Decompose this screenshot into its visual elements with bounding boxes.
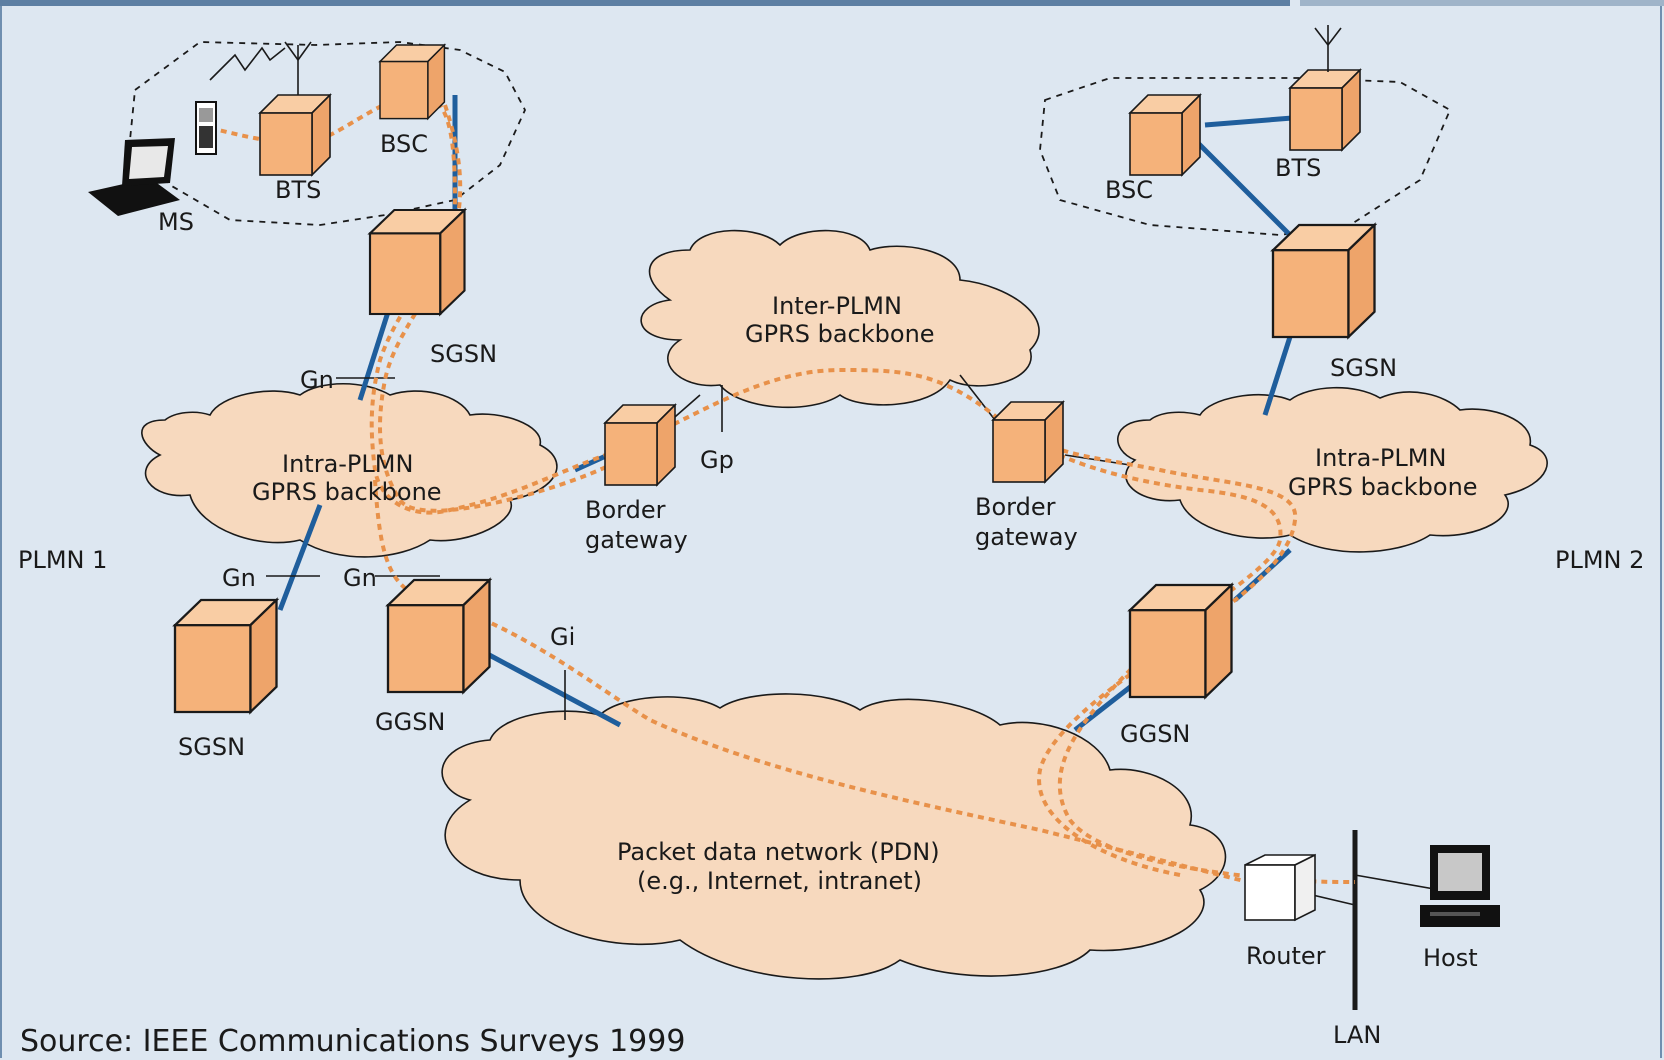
bts-left-node xyxy=(259,94,331,176)
label-lan: LAN xyxy=(1333,1021,1381,1049)
antenna-left-icon xyxy=(209,41,312,95)
label-gn-2: Gn xyxy=(222,564,256,592)
window-top-bar xyxy=(0,0,1290,6)
label-bts-right: BTS xyxy=(1275,154,1321,182)
label-plmn1: PLMN 1 xyxy=(18,546,107,574)
label-inter-1: Inter-PLMN xyxy=(772,292,902,320)
source-caption: Source: IEEE Communications Surveys 1999 xyxy=(20,1024,686,1059)
label-gp: Gp xyxy=(700,446,734,474)
label-intra-right-1: Intra-PLMN xyxy=(1315,444,1446,472)
right-radio-area xyxy=(1039,77,1452,236)
label-bts-left: BTS xyxy=(275,176,321,204)
label-ggsn-left: GGSN xyxy=(375,708,445,736)
label-bg-left-2: gateway xyxy=(585,526,688,554)
sgsn-bottom-left-node xyxy=(173,598,278,714)
label-sgsn-top-left: SGSN xyxy=(430,340,497,368)
label-bg-right-2: gateway xyxy=(975,523,1078,551)
label-bsc-right: BSC xyxy=(1105,176,1153,204)
label-intra-left-2: GPRS backbone xyxy=(252,478,442,506)
host-computer-icon xyxy=(1420,845,1500,927)
inter-plmn-cloud xyxy=(640,229,1040,409)
label-pdn-2: (e.g., Internet, intranet) xyxy=(637,867,922,895)
intra-plmn-right-cloud xyxy=(1117,386,1548,553)
label-bg-right-1: Border xyxy=(975,493,1056,521)
label-router: Router xyxy=(1246,942,1326,970)
label-ggsn-right: GGSN xyxy=(1120,720,1190,748)
slide-frame xyxy=(0,6,1662,1058)
label-plmn2: PLMN 2 xyxy=(1555,546,1644,574)
sgsn-top-left-node xyxy=(368,208,466,316)
label-gn-3: Gn xyxy=(343,564,377,592)
bsc-left-node xyxy=(379,44,446,120)
route-ms-to-host xyxy=(209,92,1356,884)
label-gi: Gi xyxy=(550,623,575,651)
left-radio-area xyxy=(129,41,527,226)
label-bsc-left: BSC xyxy=(380,130,428,158)
ggsn-right-node xyxy=(1128,583,1233,699)
bsc-right-node xyxy=(1129,94,1201,176)
label-intra-right-2: GPRS backbone xyxy=(1288,473,1478,501)
label-pdn-1: Packet data network (PDN) xyxy=(617,838,940,866)
label-sgsn-bottom-left: SGSN xyxy=(178,733,245,761)
label-gn-1: Gn xyxy=(300,366,334,394)
label-ms: MS xyxy=(158,208,194,236)
label-bg-left-1: Border xyxy=(585,496,666,524)
pdn-cloud xyxy=(441,693,1227,980)
label-sgsn-right: SGSN xyxy=(1330,354,1397,382)
ggsn-left-node xyxy=(386,578,491,694)
bts-right-node xyxy=(1289,69,1361,151)
route-sgsn-to-ggsn xyxy=(378,104,611,513)
route-pdn-to-right xyxy=(1037,438,1298,877)
sgsn-right-node xyxy=(1271,223,1376,339)
antenna-right-icon xyxy=(1314,25,1342,72)
label-intra-left-1: Intra-PLMN xyxy=(282,450,413,478)
route-ggsn-to-router xyxy=(373,479,1261,887)
router-icon xyxy=(1244,853,1316,922)
border-gateway-left-node xyxy=(604,404,676,486)
mobile-station-icon xyxy=(88,101,217,216)
label-host: Host xyxy=(1423,944,1478,972)
border-gateway-right-node xyxy=(992,401,1064,483)
label-inter-2: GPRS backbone xyxy=(745,320,935,348)
window-top-bar-right xyxy=(1300,0,1664,6)
